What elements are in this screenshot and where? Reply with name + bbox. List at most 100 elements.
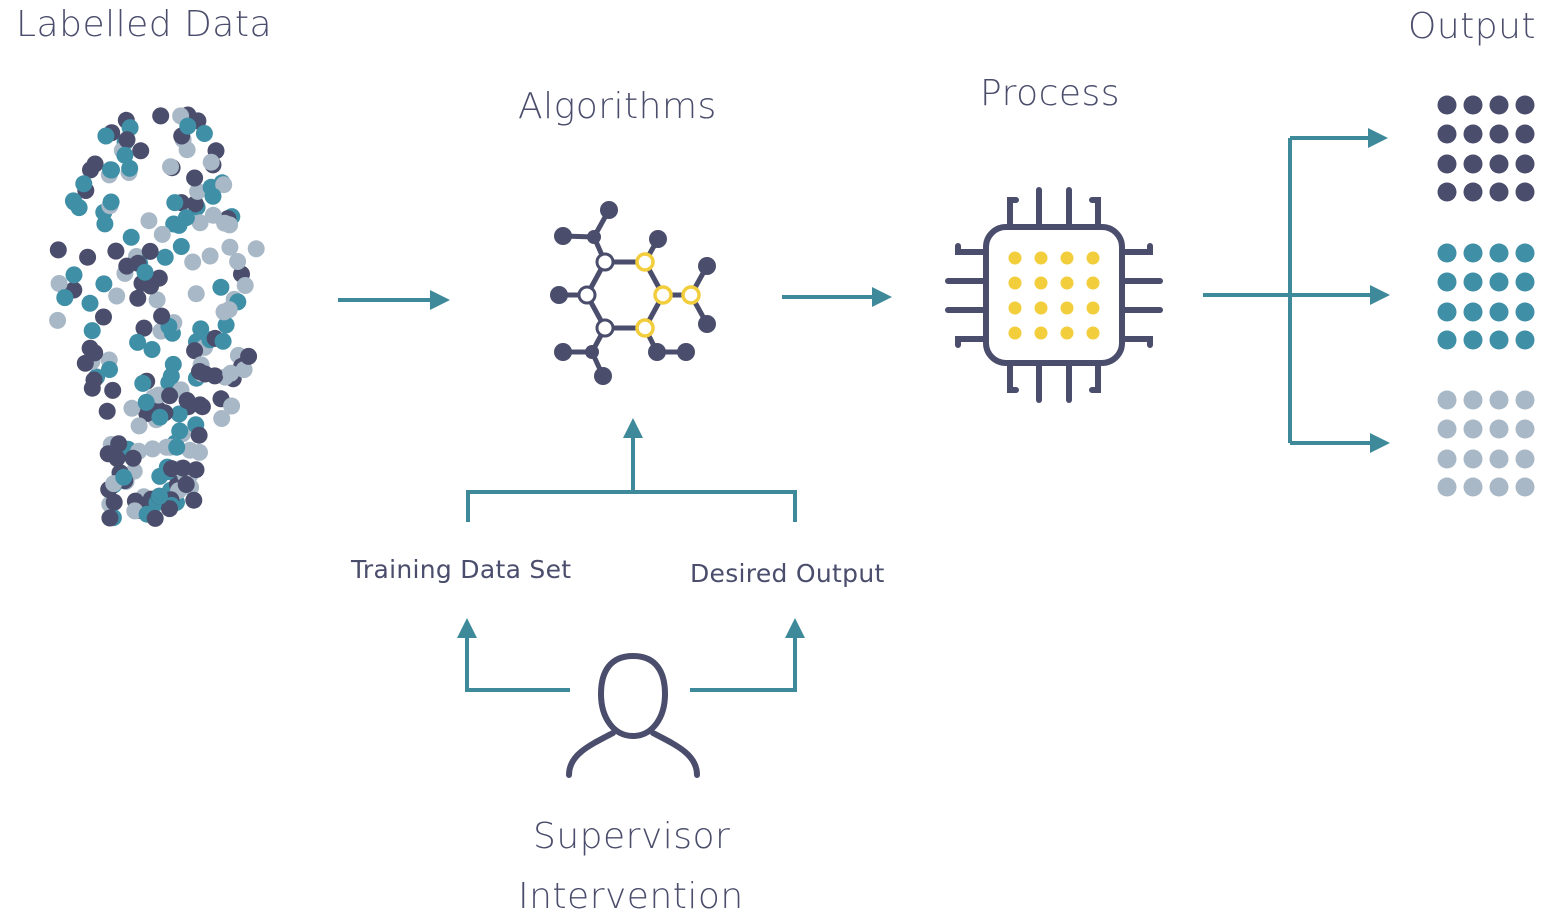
scatter-dot <box>191 443 208 461</box>
scatter-dot <box>221 238 239 256</box>
scatter-dot <box>236 277 254 294</box>
scatter-dot <box>214 332 232 350</box>
chip-dot <box>1034 326 1048 340</box>
chip-dot <box>1008 301 1022 315</box>
scatter-dot <box>187 285 205 303</box>
output-dot <box>1463 124 1483 144</box>
scatter-dot <box>82 161 99 179</box>
desired-output-label: Desired Output <box>690 559 885 588</box>
output-dot <box>1515 477 1535 497</box>
chip-dot <box>1060 251 1074 265</box>
scatter-dot <box>141 242 159 260</box>
scatter-dot <box>185 491 203 509</box>
supervisor-label: Supervisor <box>533 816 731 857</box>
chip-dot <box>1060 276 1074 290</box>
output-dot <box>1489 390 1509 410</box>
chip-dot <box>1008 251 1022 265</box>
scatter-icon <box>49 106 265 527</box>
intervention-label: Intervention <box>518 876 744 917</box>
output-dot <box>1515 390 1535 410</box>
output-dot <box>1463 272 1483 292</box>
output-dot <box>1515 243 1535 263</box>
scatter-dot <box>151 487 168 505</box>
chip-dot <box>1034 276 1048 290</box>
scatter-dot <box>162 158 179 176</box>
scatter-dot <box>98 402 116 420</box>
output-dot <box>1515 95 1535 115</box>
arrow-process-to-outputs <box>1203 128 1390 453</box>
scatter-dot <box>170 216 188 234</box>
output-dot <box>1463 302 1483 322</box>
scatter-dot <box>49 311 67 329</box>
output-dot <box>1515 154 1535 174</box>
scatter-dot <box>247 240 265 258</box>
scatter-dot <box>95 308 112 326</box>
scatter-dot <box>212 278 230 296</box>
chip-dot <box>1086 276 1100 290</box>
scatter-dot <box>186 169 204 187</box>
scatter-dot <box>221 216 239 234</box>
scatter-dot <box>186 342 204 360</box>
output-dot <box>1489 95 1509 115</box>
output-dot <box>1463 182 1483 202</box>
scatter-dot <box>143 341 161 358</box>
scatter-dot <box>122 228 140 246</box>
scatter-dot <box>189 182 207 200</box>
scatter-dot <box>129 289 147 307</box>
output-dot <box>1463 95 1483 115</box>
scatter-dot <box>179 117 197 135</box>
scatter-dot <box>108 449 126 467</box>
output-dot <box>1437 419 1457 439</box>
output-dot <box>1489 419 1509 439</box>
scatter-dot <box>129 333 147 351</box>
scatter-dot <box>161 387 179 405</box>
scatter-dot <box>168 438 186 456</box>
chip-dot <box>1060 326 1074 340</box>
chip-dot <box>1034 301 1048 315</box>
scatter-dot <box>151 408 169 426</box>
output-dot <box>1489 124 1509 144</box>
output-dot <box>1515 272 1535 292</box>
scatter-dot <box>102 161 119 179</box>
scatter-dot <box>166 194 184 212</box>
output-dot <box>1463 243 1483 263</box>
scatter-dot <box>81 294 99 312</box>
scatter-dot <box>49 241 67 259</box>
scatter-dot <box>144 440 162 458</box>
scatter-dot <box>132 142 150 160</box>
scatter-dot <box>195 125 213 142</box>
scatter-dot <box>178 141 196 159</box>
scatter-dot <box>152 107 170 125</box>
scatter-dot <box>191 214 209 232</box>
person-icon <box>566 652 700 778</box>
scatter-dot <box>202 153 220 171</box>
scatter-dot <box>171 422 189 440</box>
output-dot <box>1437 243 1457 263</box>
scatter-dot <box>215 176 233 194</box>
output-dot <box>1489 182 1509 202</box>
output-dot <box>1437 390 1457 410</box>
scatter-dot <box>172 238 190 255</box>
chip-dot <box>1034 251 1048 265</box>
chip-dot <box>1086 251 1100 265</box>
chip-dot <box>1086 326 1100 340</box>
chip-dot <box>1008 326 1022 340</box>
output-dot <box>1437 124 1457 144</box>
output-dot <box>1515 124 1535 144</box>
scatter-dot <box>163 460 181 478</box>
scatter-dot <box>190 426 208 444</box>
scatter-dot <box>153 307 171 325</box>
output-dot <box>1515 419 1535 439</box>
output-dot <box>1489 449 1509 469</box>
scatter-dot <box>235 361 253 379</box>
output-dot <box>1463 330 1483 350</box>
scatter-dot <box>184 253 202 271</box>
scatter-dot <box>116 146 134 164</box>
scatter-dot <box>220 301 238 319</box>
process-title: Process <box>980 73 1121 114</box>
scatter-dot <box>95 275 113 293</box>
scatter-dot <box>115 468 133 486</box>
output-dot <box>1489 302 1509 322</box>
scatter-dot <box>222 364 240 382</box>
scatter-dot <box>121 159 139 177</box>
